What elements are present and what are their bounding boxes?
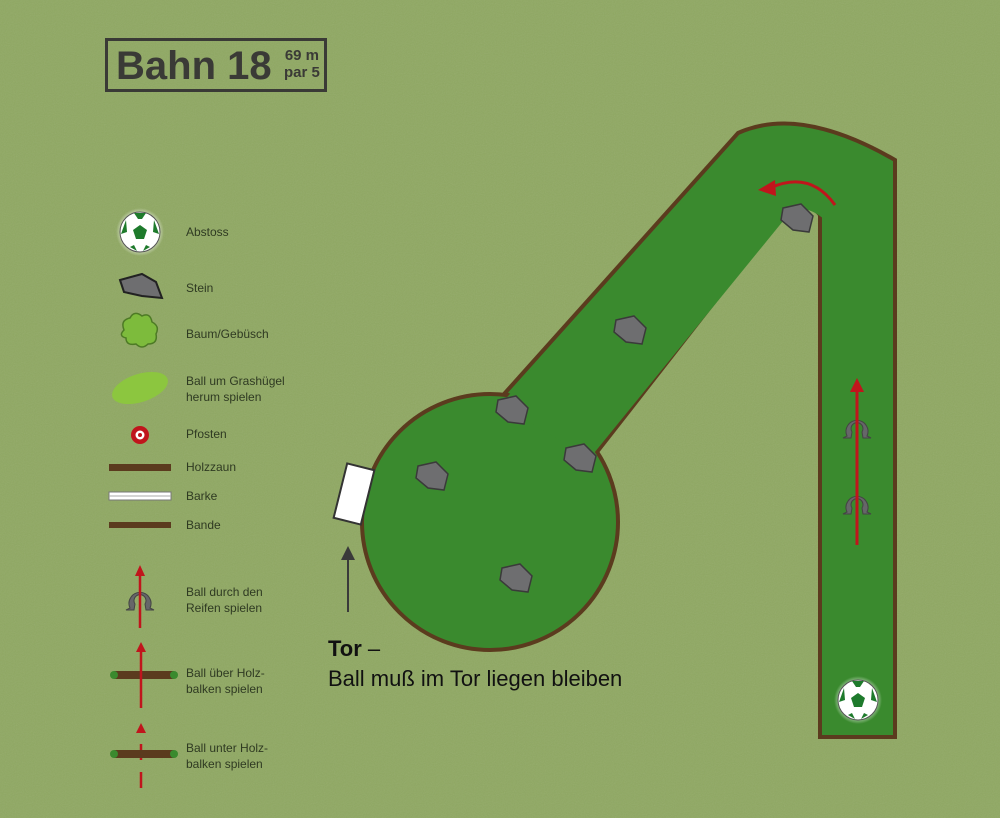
beam-under-icon <box>110 723 178 788</box>
legend-line: herum spielen <box>186 390 262 404</box>
hole-length: 69 m <box>284 47 320 64</box>
post-icon <box>131 426 149 444</box>
beam-over-icon <box>110 642 178 708</box>
goal-note: Ball muß im Tor liegen bleiben <box>328 666 623 691</box>
border-icon <box>109 522 171 528</box>
legend-line: Ball über Holz- <box>186 666 265 680</box>
hill-icon <box>112 371 168 405</box>
legend-label: Pfosten <box>186 427 227 441</box>
hole-title-box: Bahn 18 69 m par 5 <box>105 38 327 92</box>
hole-title: Bahn 18 <box>116 44 272 88</box>
legend-line: balken spielen <box>186 682 263 696</box>
stone-icon <box>118 272 164 300</box>
goal <box>332 462 376 526</box>
legend-label: Abstoss <box>186 225 229 239</box>
legend-label: Barke <box>186 489 218 503</box>
hole-meta: 69 m par 5 <box>284 47 320 81</box>
legend-label: Stein <box>186 281 214 295</box>
legend-line: Reifen spielen <box>186 601 263 615</box>
curve-arrow <box>758 180 837 206</box>
start-ball-icon <box>833 675 883 725</box>
legend-line: Ball unter Holz- <box>186 741 269 755</box>
legend-label: Ball unter Holz-balken spielen <box>186 740 268 772</box>
legend-line: Ball um Grashügel <box>186 374 285 388</box>
legend-label: Baum/Gebüsch <box>186 327 269 341</box>
legend-line: balken spielen <box>186 757 263 771</box>
fairway <box>360 121 897 739</box>
goal-label: Tor <box>328 636 362 661</box>
legend-label: Holzzaun <box>186 460 237 474</box>
goal-caption: Tor – Ball muß im Tor liegen bleiben <box>328 634 622 694</box>
wood-fence-icon <box>109 464 171 471</box>
hoop-arrow <box>850 378 864 545</box>
bush-icon <box>120 312 159 348</box>
hole-par: par 5 <box>284 64 320 81</box>
ball-icon <box>115 207 165 257</box>
goal-arrow <box>341 546 355 612</box>
legend-label: Ball über Holz-balken spielen <box>186 665 265 697</box>
legend-label: Bande <box>186 518 221 532</box>
legend-label: Ball um Grashügel herum spielen <box>186 373 285 405</box>
hoop-legend-icon <box>125 565 155 628</box>
legend-line: Ball durch den <box>186 585 263 599</box>
goal-dash: – <box>361 636 381 661</box>
